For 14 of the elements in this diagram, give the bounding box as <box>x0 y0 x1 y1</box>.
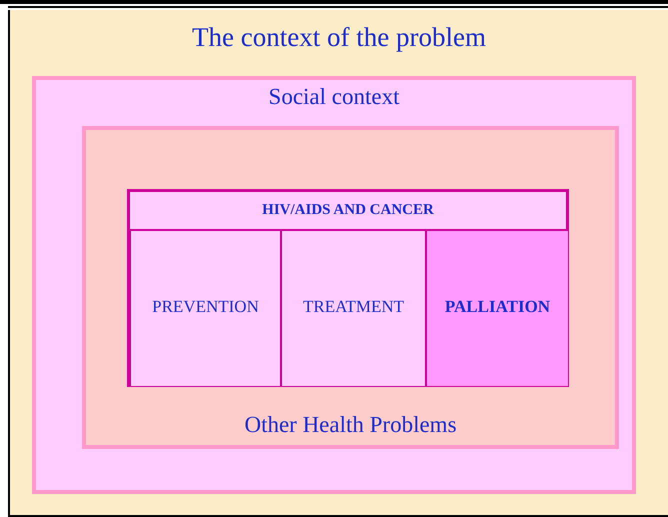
box-label: The context of the problem <box>191 22 487 53</box>
box-label: Social context <box>268 84 400 110</box>
topic-box <box>127 189 569 387</box>
context-panel <box>8 10 668 517</box>
social-context-box <box>32 76 636 494</box>
box-label: TREATMENT <box>302 297 406 317</box>
box-label: PALLIATION <box>444 297 552 317</box>
box-label: PREVENTION <box>151 297 260 317</box>
category-cell <box>426 230 569 387</box>
category-cell <box>130 230 281 387</box>
box-label: HIV/AIDS AND CANCER <box>261 202 435 219</box>
category-cell <box>281 230 426 387</box>
box-label: Other Health Problems <box>243 412 458 438</box>
health-problems-box <box>82 126 619 449</box>
